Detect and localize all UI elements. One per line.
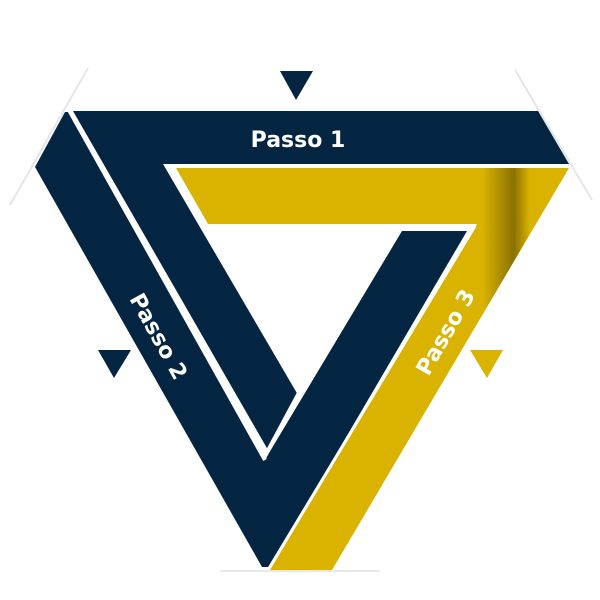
triangle-down-icon <box>280 71 313 100</box>
passo-3-band <box>176 168 569 570</box>
triangle-down-icon <box>98 350 131 378</box>
separator-line <box>262 390 302 459</box>
separator-line <box>67 109 267 461</box>
shadow-line-left <box>9 67 89 206</box>
shadow-line-right <box>514 69 593 201</box>
passo-1-label: Passo 1 <box>251 128 346 153</box>
separator-line <box>266 225 477 571</box>
triangle-down-icon <box>470 350 503 378</box>
passo-2-band <box>35 112 467 567</box>
passo-1-band <box>73 111 569 450</box>
